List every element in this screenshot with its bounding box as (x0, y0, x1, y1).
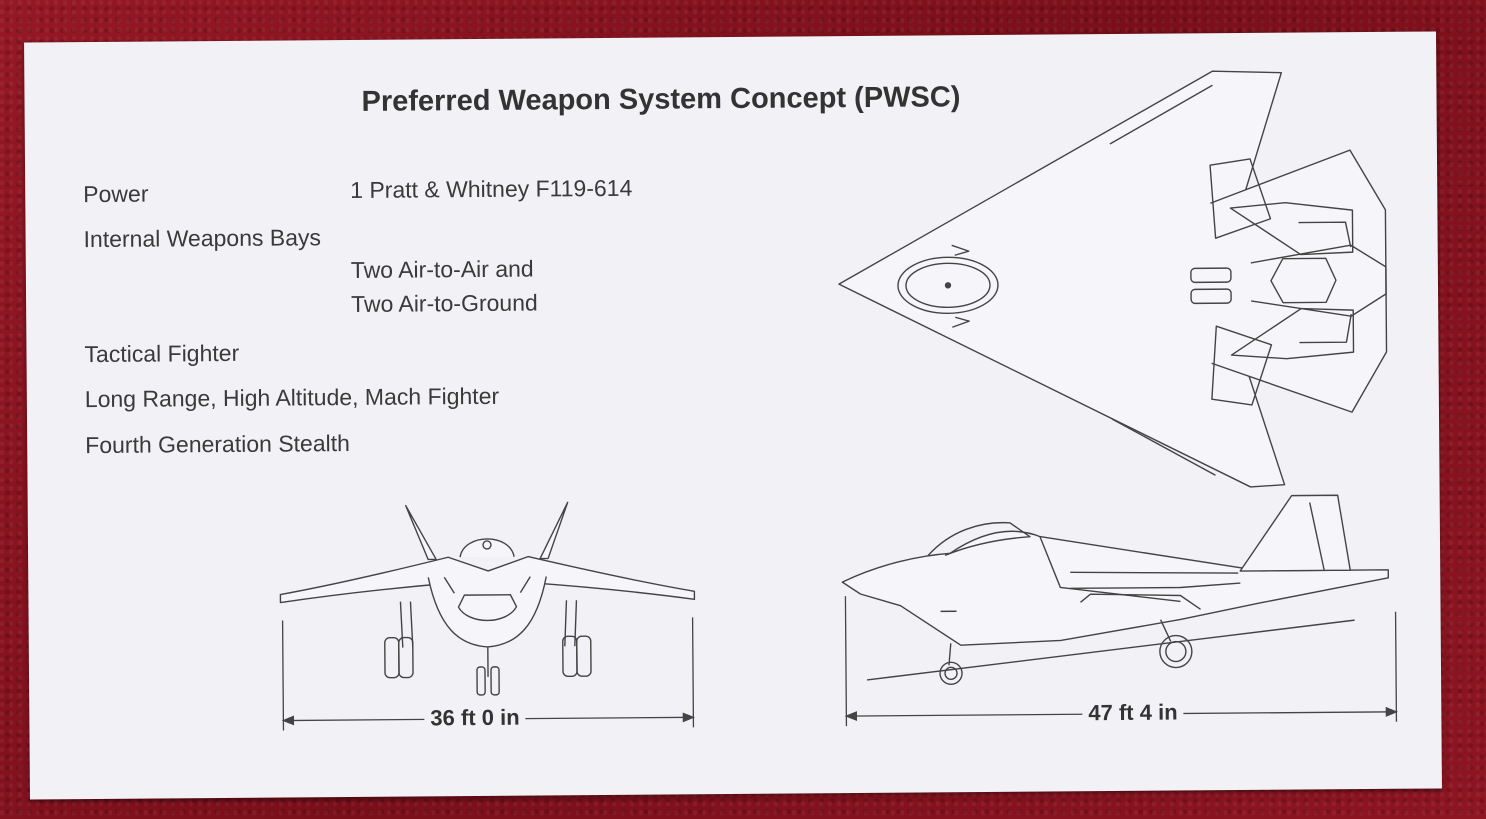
length-label: 47 ft 4 in (1082, 699, 1184, 727)
power-label: Power (83, 180, 149, 208)
aircraft-top-view (829, 62, 1392, 496)
power-value: 1 Pratt & Whitney F119-614 (350, 174, 633, 203)
role-stealth: Fourth Generation Stealth (85, 430, 350, 459)
role-long-range: Long Range, High Altitude, Mach Fighter (84, 382, 500, 413)
weapons-bays-value-1: Two Air-to-Air and (350, 255, 534, 283)
aircraft-side-view (840, 490, 1397, 694)
role-tactical-fighter: Tactical Fighter (84, 339, 240, 368)
weapons-bays-label: Internal Weapons Bays (83, 224, 322, 253)
spec-card: Preferred Weapon System Concept (PWSC) P… (24, 31, 1442, 800)
aircraft-front-view (278, 495, 698, 698)
weapons-bays-value-2: Two Air-to-Ground (351, 289, 538, 317)
wingspan-label: 36 ft 0 in (424, 704, 526, 732)
